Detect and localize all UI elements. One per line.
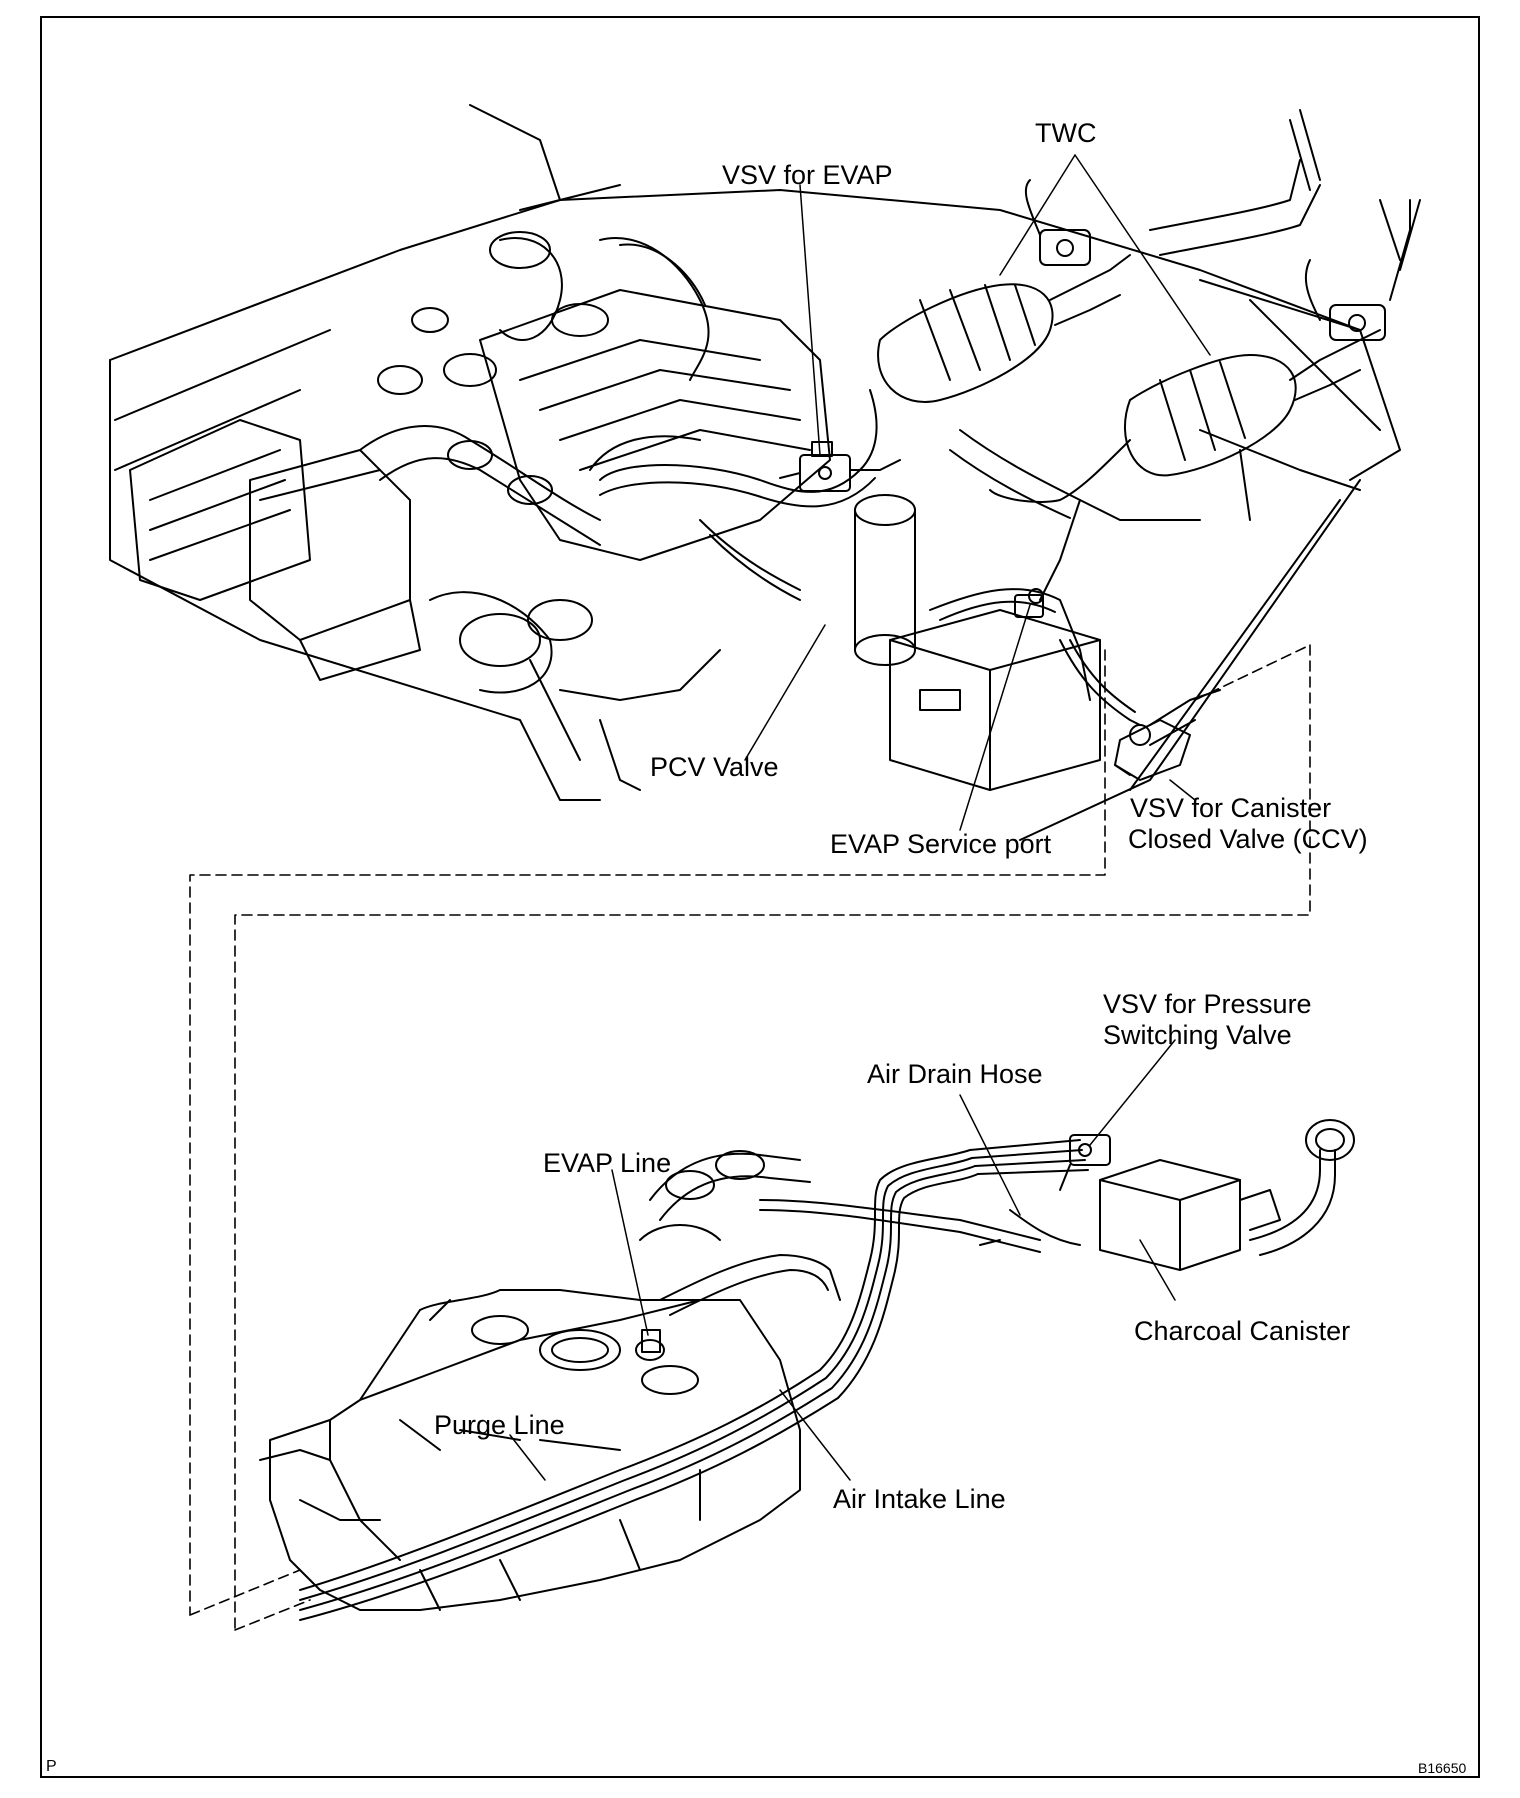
- label-vsv-psv-line2: Switching Valve: [1103, 1020, 1292, 1050]
- figure-code: B16650: [1418, 1760, 1467, 1776]
- label-twc: TWC: [1035, 118, 1097, 148]
- fuel-lines: [299, 1139, 1089, 1621]
- corner-mark-left: P: [46, 1758, 57, 1775]
- label-air-drain-hose: Air Drain Hose: [867, 1059, 1043, 1089]
- label-evap-service-port: EVAP Service port: [830, 829, 1052, 859]
- twc-right: [989, 304, 1386, 503]
- charcoal-canister: [979, 1119, 1355, 1271]
- label-evap-line: EVAP Line: [543, 1148, 672, 1178]
- label-pcv-valve: PCV Valve: [650, 752, 779, 782]
- figure-frame: [40, 16, 1480, 1778]
- label-vsv-evap: VSV for EVAP: [722, 160, 893, 190]
- label-vsv-ccv-line1: VSV for Canister: [1130, 793, 1332, 823]
- leader-lines: [509, 154, 1211, 1481]
- label-purge-line: Purge Line: [434, 1410, 565, 1440]
- connection-dashes: [189, 644, 1311, 1631]
- label-vsv-ccv-line2: Closed Valve (CCV): [1128, 824, 1368, 854]
- engine-bay-drawing: [109, 104, 1421, 841]
- label-air-intake-line: Air Intake Line: [833, 1484, 1006, 1514]
- label-charcoal-canister: Charcoal Canister: [1134, 1316, 1351, 1346]
- fuel-tank-drawing: [259, 1150, 811, 1611]
- twc-left: [877, 229, 1131, 403]
- label-vsv-psv-line1: VSV for Pressure: [1103, 989, 1312, 1019]
